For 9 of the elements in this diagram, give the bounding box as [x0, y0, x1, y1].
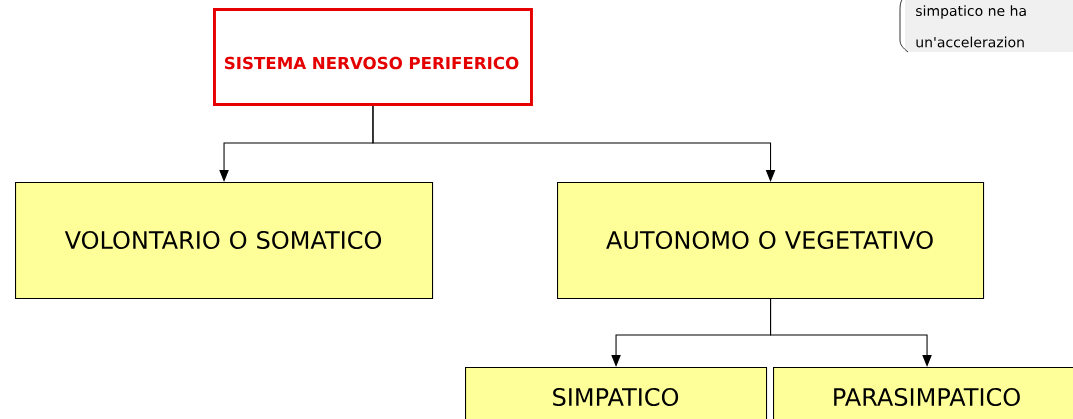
category-box: AUTONOMO O VEGETATIVO [557, 182, 985, 300]
title-box: SISTEMA NERVOSO PERIFERICO [213, 8, 533, 106]
arrow [372, 105, 776, 182]
note-text: un'accelerazion [916, 36, 1024, 48]
category-box: PARASIMPATICO [773, 367, 1073, 419]
category-box: SIMPATICO [465, 367, 768, 419]
note-text: simpatico ne ha [916, 5, 1026, 19]
category-box: VOLONTARIO O SOMATICO [15, 182, 434, 300]
arrow [770, 298, 932, 367]
